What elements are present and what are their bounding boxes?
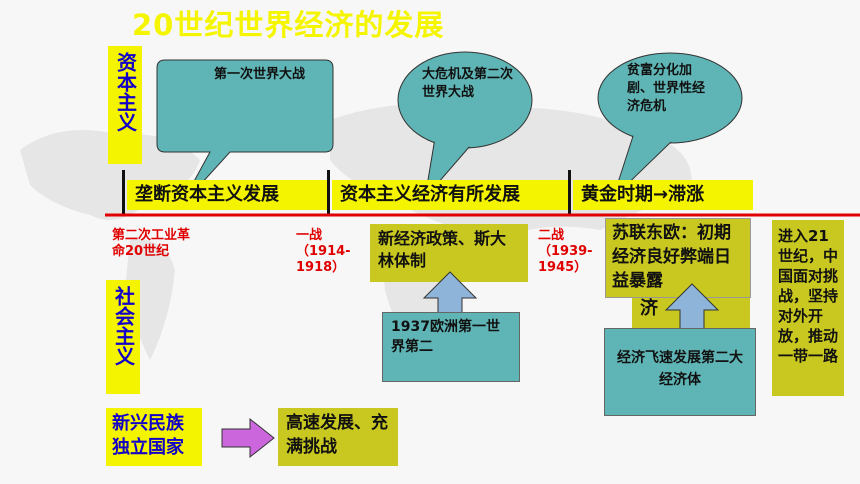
timeline-axis bbox=[105, 213, 860, 217]
box-new-nations-development: 高速发展、充满挑战 bbox=[278, 408, 398, 466]
callout-golden bbox=[597, 52, 743, 199]
box-china-21c-text: 进入21世纪，中国面对挑战，坚持对外开放，推动一带一路 bbox=[778, 227, 839, 365]
marker-ww2: 二战（1939-1945） bbox=[538, 228, 593, 275]
box-1937-ranking-text: 1937欧洲第一世界第二 bbox=[391, 319, 500, 355]
timeline-tick-ww1 bbox=[327, 170, 330, 214]
box-soviet-east-europe: 苏联东欧：初期经济良好弊端日益暴露 bbox=[605, 218, 751, 298]
box-china-21c: 进入21世纪，中国面对挑战，坚持对外开放，推动一带一路 bbox=[772, 220, 844, 396]
marker-industrial-revolution: 第二次工业革命20世纪 bbox=[112, 228, 191, 259]
arrow-right-new-nations bbox=[221, 417, 275, 459]
callout-crisis bbox=[397, 51, 533, 200]
box-1937-ranking: 1937欧洲第一世界第二 bbox=[382, 312, 520, 382]
phase-capitalist-growth: 资本主义经济有所发展 bbox=[332, 180, 568, 210]
socialism-label-text: 社会主义 bbox=[111, 286, 136, 366]
capitalism-label-text: 资本主义 bbox=[113, 52, 138, 132]
callout-ww1-text: 第一次世界大战 bbox=[214, 67, 306, 82]
page-title: 20世纪世界经济的发展 bbox=[132, 8, 445, 42]
arrow-up-economy bbox=[664, 283, 720, 333]
callout-golden-text: 贫富分化加剧、世界性经济危机 bbox=[627, 63, 706, 114]
box-economy-growth: 经济飞速发展第二大经济体 bbox=[604, 328, 756, 416]
callout-crisis-text: 大危机及第二次世界大战 bbox=[422, 67, 514, 100]
socialism-label: 社会主义 bbox=[106, 280, 140, 394]
timeline-tick-start bbox=[122, 170, 125, 214]
box-economy-growth-text: 经济飞速发展第二大经济体 bbox=[617, 350, 743, 388]
marker-ww1: 一战（1914-1918） bbox=[296, 228, 351, 275]
phase-golden-stagflation: 黄金时期→滞涨 bbox=[573, 180, 753, 210]
box-nep-stalin: 新经济政策、斯大林体制 bbox=[370, 224, 528, 282]
capitalism-label: 资本主义 bbox=[108, 46, 142, 164]
callout-ww1 bbox=[156, 59, 334, 208]
box-economy-partial-text: 济 bbox=[640, 298, 658, 319]
phase-monopoly: 垄断资本主义发展 bbox=[127, 180, 327, 210]
new-nations-label-text: 新兴民族独立国家 bbox=[112, 413, 184, 458]
new-nations-label: 新兴民族独立国家 bbox=[106, 408, 202, 466]
timeline-tick-ww2 bbox=[568, 170, 571, 214]
